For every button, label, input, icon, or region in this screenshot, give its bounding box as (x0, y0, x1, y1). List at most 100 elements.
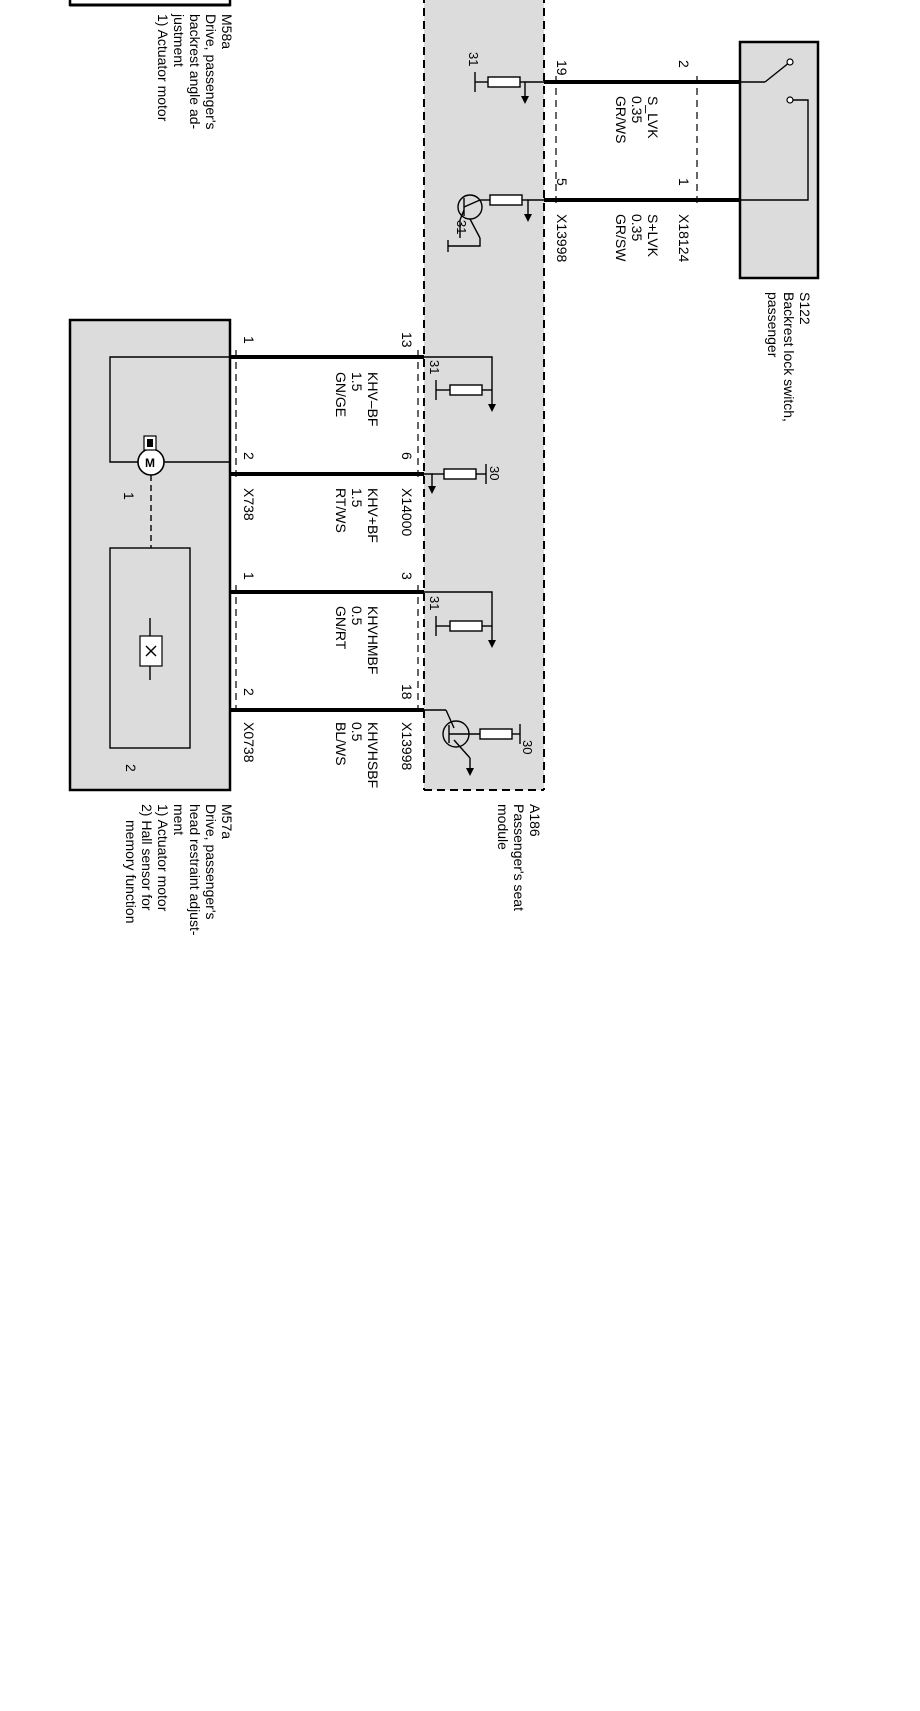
svg-text:31: 31 (454, 220, 469, 234)
svg-text:2: 2 (241, 688, 257, 696)
module-circuit-1 (474, 72, 544, 104)
svg-text:1.5: 1.5 (349, 488, 365, 508)
svg-text:GN/GE: GN/GE (333, 372, 349, 417)
motor-symbol: M (145, 456, 155, 470)
m58a-component (68, 0, 232, 7)
svg-text:GR/WS: GR/WS (613, 96, 629, 143)
svg-text:2: 2 (123, 764, 139, 772)
pin-6: 6 (399, 452, 415, 460)
svg-text:KHV+BF: KHV+BF (365, 488, 381, 543)
m57a-desc-line-1: Drive, passenger's (203, 804, 219, 920)
s122-desc-line-1: Backrest lock switch, (781, 292, 797, 422)
svg-text:0.35: 0.35 (629, 214, 645, 241)
m57a-code: M57a (219, 804, 235, 839)
pin-2-s122: 2 (676, 60, 692, 68)
svg-text:30: 30 (520, 740, 535, 754)
svg-text:1.5: 1.5 (349, 372, 365, 392)
svg-text:1: 1 (676, 178, 692, 186)
wire-label-khv-minus-bf: KHV–BF 1.5 GN/GE (333, 372, 381, 426)
svg-text:19: 19 (554, 60, 570, 76)
svg-text:GN/RT: GN/RT (333, 606, 349, 650)
pin-13: 13 (399, 332, 415, 348)
svg-text:30: 30 (487, 466, 502, 480)
pin-1-m57a-a: 1 (241, 336, 257, 344)
svg-text:1: 1 (121, 492, 137, 500)
svg-text:KHV–BF: KHV–BF (365, 372, 381, 426)
pin-18: 18 (399, 684, 415, 700)
svg-text:13: 13 (399, 332, 415, 348)
pin-1-s122: 1 (676, 178, 692, 186)
pin-1-m57a-b: 1 (241, 572, 257, 580)
svg-text:0.35: 0.35 (629, 96, 645, 123)
module-circuit-5 (424, 591, 496, 648)
svg-text:0.5: 0.5 (349, 606, 365, 626)
m57a-callout-2: 2 (123, 764, 139, 772)
svg-text:3: 3 (399, 572, 415, 580)
pin-2-m57a-b: 2 (241, 688, 257, 696)
svg-text:KHVHMBF: KHVHMBF (365, 606, 381, 674)
m58a-label: M58a Drive, passenger's backrest angle a… (155, 13, 235, 130)
svg-text:S+LVK: S+LVK (645, 214, 661, 258)
svg-text:31: 31 (427, 360, 442, 374)
svg-text:X13998: X13998 (554, 214, 570, 262)
svg-text:S_LVK: S_LVK (645, 96, 661, 139)
m57a-desc-line-4: 1) Actuator motor (155, 804, 171, 912)
m58a-code: M58a (219, 14, 235, 49)
wire-label-s-plus-lvk: S+LVK 0.35 GR/SW (613, 214, 661, 262)
module-circuit-2 (447, 194, 544, 252)
svg-text:GR/SW: GR/SW (613, 214, 629, 262)
svg-text:1: 1 (241, 572, 257, 580)
svg-text:X0738: X0738 (241, 722, 257, 763)
m57a-component: M (68, 318, 232, 792)
terminal-31-c: 31 (427, 360, 442, 374)
a186-desc-line-2: module (495, 804, 511, 850)
svg-text:X14000: X14000 (399, 488, 415, 536)
pin-19: 19 (554, 60, 570, 76)
connector-x13998-bottom: X13998 (399, 722, 415, 770)
svg-text:KHVHSBF: KHVHSBF (365, 722, 381, 788)
m58a-desc-line-1: Drive, passenger's (203, 14, 219, 130)
svg-text:X13998: X13998 (399, 722, 415, 770)
connector-x14000: X14000 (399, 488, 415, 536)
m58a-desc-line-3: justment (171, 13, 187, 67)
wire-label-khvhsbf: KHVHSBF 0.5 BL/WS (333, 722, 381, 788)
m58a-desc-line-2: backrest angle ad- (187, 14, 203, 130)
terminal-31-a: 31 (466, 52, 481, 66)
a186-module (423, 0, 545, 791)
svg-text:31: 31 (427, 596, 442, 610)
m57a-desc-line-3: ment (171, 804, 187, 835)
svg-text:X18124: X18124 (676, 214, 692, 262)
a186-code: A186 (527, 804, 543, 837)
pin-3: 3 (399, 572, 415, 580)
svg-text:5: 5 (554, 178, 570, 186)
s122-label: S122 Backrest lock switch, passenger (765, 292, 813, 422)
m57a-callout-1: 1 (121, 492, 137, 500)
svg-text:RT/WS: RT/WS (333, 488, 349, 533)
m57a-desc-line-2: head restraint adjust- (187, 804, 203, 936)
m58a-desc-line-4: 1) Actuator motor (155, 14, 171, 122)
m57a-desc-line-6: memory function (123, 820, 139, 923)
svg-text:2: 2 (241, 452, 257, 460)
a186-label: A186 Passenger's seat module (495, 804, 543, 911)
svg-text:2: 2 (676, 60, 692, 68)
pin-5: 5 (554, 178, 570, 186)
connector-x0738: X0738 (241, 722, 257, 763)
terminal-31-b: 31 (454, 220, 469, 234)
terminal-30-b: 30 (520, 740, 535, 754)
module-circuit-6 (424, 709, 521, 776)
s122-code: S122 (797, 292, 813, 325)
pin-2-m57a-a: 2 (241, 452, 257, 460)
m57a-label: M57a Drive, passenger's head restraint a… (123, 804, 235, 936)
svg-text:BL/WS: BL/WS (333, 722, 349, 766)
a186-desc-line-1: Passenger's seat (511, 804, 527, 911)
svg-text:18: 18 (399, 684, 415, 700)
wire-label-khvhmbf: KHVHMBF 0.5 GN/RT (333, 606, 381, 674)
module-circuit-3 (424, 356, 496, 412)
s122-desc-line-2: passenger (765, 292, 781, 358)
connector-x13998-top: X13998 (554, 214, 570, 262)
wire-label-s-lvk: S_LVK 0.35 GR/WS (613, 96, 661, 143)
svg-text:31: 31 (466, 52, 481, 66)
svg-text:0.5: 0.5 (349, 722, 365, 742)
svg-text:1: 1 (241, 336, 257, 344)
